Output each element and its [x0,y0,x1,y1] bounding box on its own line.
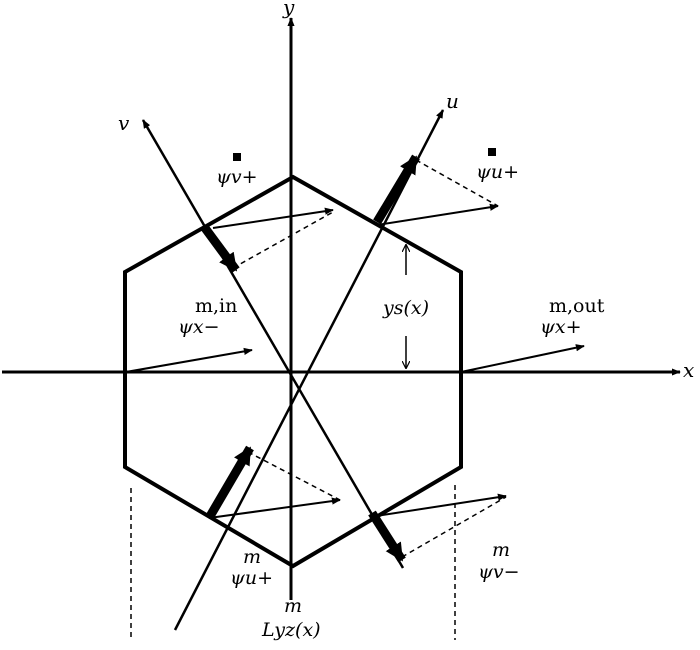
label-ys: ys(x) [382,297,429,319]
label-psi-u-plus-bottom: ψu+ [230,567,273,589]
axis-label-x: x [683,358,694,382]
flux-arrow-lower-left [208,497,341,519]
dashed-projection-lines [130,159,507,640]
axis-label-u: u [446,89,459,113]
label-psi-v-plus: ψv+ [216,166,258,188]
label-lyz: Lyz(x) [261,619,321,641]
flux-arrow-upper-left [212,207,334,229]
flux-arrow-lower-right [375,493,507,517]
axis-label-y: y [282,0,295,19]
square-mark-u [488,148,496,156]
label-psi-x-plus-sup: m,out [549,295,605,317]
u-axis-line [173,109,445,631]
label-psi-x-minus-sup: m,in [195,295,237,317]
thick-arrow-upper-right [373,154,420,225]
label-lyz-sup: m [284,595,302,617]
label-psi-v-minus-sup: m [492,539,510,561]
axis-label-v: v [118,111,130,135]
label-psi-u-plus-bottom-sup: m [243,546,261,568]
label-psi-u-plus-top: ψu+ [476,161,519,183]
square-mark-v [233,153,241,161]
label-psi-x-minus: ψx− [178,316,220,338]
label-psi-v-minus: ψv− [478,561,520,583]
flux-arrow-out [460,344,585,373]
v-axis-line [141,119,405,569]
thick-arrow-lower-left [205,445,254,521]
label-psi-x-plus: ψx+ [540,316,582,338]
hexagon-boundary [123,174,463,569]
thick-arrow-upper-left [201,225,240,273]
flux-arrow-in [125,347,253,373]
flux-arrow-upper-right [376,203,499,226]
thick-arrow-lower-right [368,510,406,563]
